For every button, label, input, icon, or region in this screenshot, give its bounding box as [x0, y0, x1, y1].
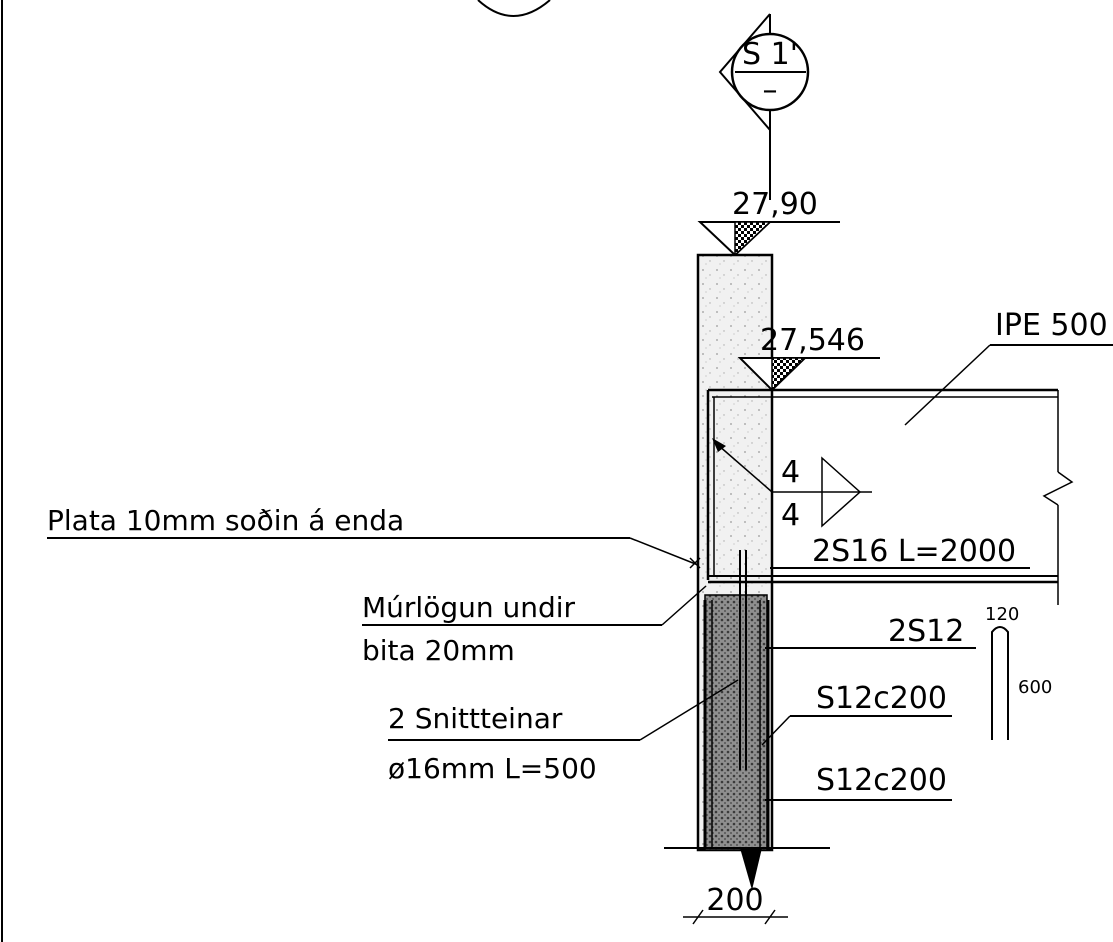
reinforced-zone	[704, 594, 768, 851]
weld-lower-size: 4	[781, 498, 800, 533]
elevation-marker-top: 27,90	[697, 187, 840, 257]
bar-shape-height: 600	[1018, 677, 1052, 698]
link-upper-label: S12c200	[816, 681, 947, 716]
width-dimension: 200	[683, 883, 788, 925]
link-lower-label: S12c200	[816, 763, 947, 798]
anchors-label-line2: ø16mm L=500	[388, 752, 597, 785]
elevation-beam-top: 27,546	[760, 323, 865, 358]
mortar-label-line1: Múrlögun undir	[362, 591, 576, 624]
mortar-label-line2: bita 20mm	[362, 634, 515, 667]
weld-upper-size: 4	[781, 455, 800, 490]
bar-shape-width: 120	[985, 604, 1019, 625]
cropped-section-circle	[477, 0, 551, 17]
top-bars-label: 2S16 L=2000	[812, 534, 1016, 569]
anchors-label-line1: 2 Snittteinar	[388, 702, 563, 735]
elevation-marker-beam: 27,546	[737, 323, 880, 392]
break-symbol	[740, 848, 762, 890]
weld-symbol: 4 4	[712, 438, 872, 533]
section-mark: S 1' –	[718, 13, 810, 200]
section-mark-top: S 1'	[742, 37, 798, 72]
elevation-top: 27,90	[732, 187, 818, 222]
column-bars-label: 2S12	[888, 614, 964, 649]
bar-shape-diagram	[991, 626, 1009, 740]
width-dimension-value: 200	[706, 883, 763, 918]
section-mark-bottom: –	[763, 73, 778, 108]
plate-label: Plata 10mm soðin á enda	[47, 504, 404, 537]
ipe-beam	[706, 388, 1074, 605]
beam-profile-label: IPE 500	[995, 308, 1108, 343]
